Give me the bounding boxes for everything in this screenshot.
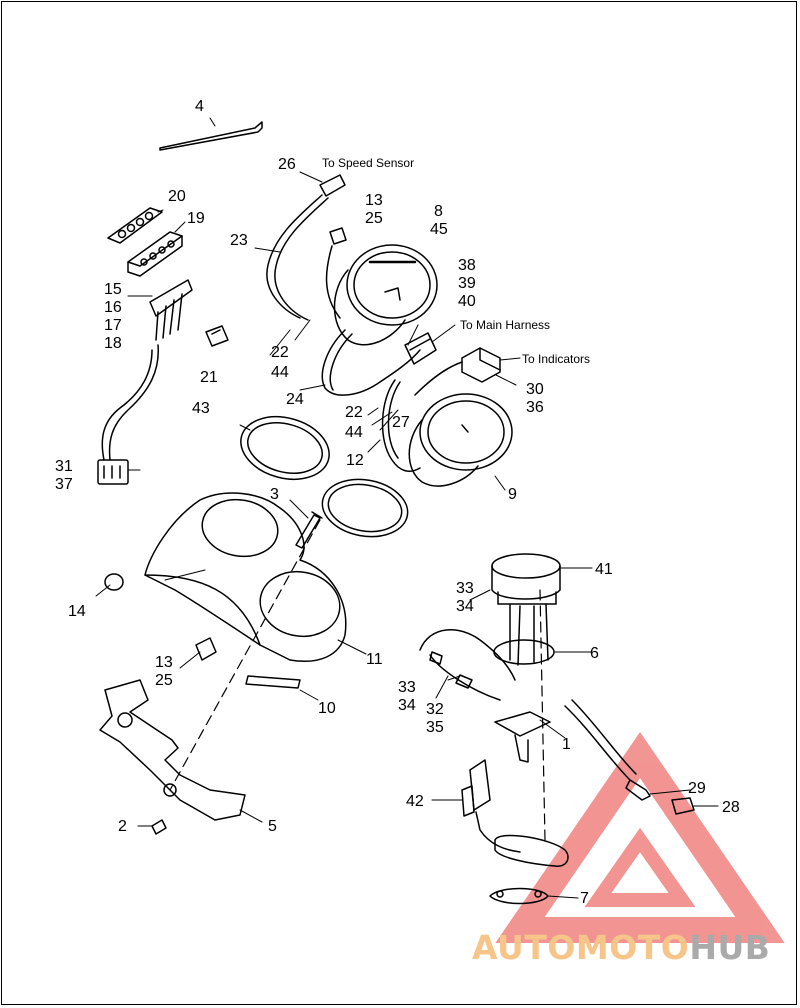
callout-42: 42: [406, 793, 424, 810]
callout-26: 26: [278, 156, 296, 173]
callout-10: 10: [318, 700, 336, 717]
part-28-29-wiring: [564, 699, 695, 815]
callout-38: 38: [458, 257, 476, 274]
callout-30: 30: [526, 381, 544, 398]
watermark-part2: HUB: [689, 928, 771, 967]
float: [494, 834, 569, 867]
callout-17: 17: [104, 317, 122, 334]
callout-13-lower: 13: [155, 654, 173, 671]
callout-32: 32: [426, 701, 444, 718]
callout-34-upper: 34: [456, 598, 474, 615]
callout-22-lower: 22: [345, 404, 363, 421]
callout-18: 18: [104, 335, 122, 352]
callout-7: 7: [580, 890, 589, 907]
callout-5: 5: [268, 818, 277, 835]
part-8-speedometer: [333, 244, 438, 346]
part-20-connector-cover: [107, 207, 163, 244]
callout-43: 43: [192, 400, 210, 417]
callout-1: 1: [562, 736, 571, 753]
part-30-36-connector: [414, 347, 501, 396]
callout-44-lower: 44: [345, 424, 363, 441]
callout-19: 19: [187, 210, 205, 227]
part-15-18-terminals: [101, 279, 193, 461]
callout-39: 39: [458, 275, 476, 292]
part-31-37-connector: [97, 459, 129, 485]
callout-4: 4: [195, 98, 204, 115]
part-2-screw: [151, 819, 167, 835]
callout-40: 40: [458, 293, 476, 310]
watermark-part1: AUTOMOTO: [472, 928, 690, 967]
callout-3: 3: [270, 486, 279, 503]
callout-11: 11: [366, 651, 383, 668]
callout-33-upper: 33: [456, 580, 474, 597]
callout-16: 16: [104, 299, 122, 316]
callout-20: 20: [168, 188, 186, 205]
part-32-35-wiring: [419, 629, 516, 701]
part-21-clip: [205, 325, 229, 347]
part-24-harness: [321, 329, 421, 396]
callout-45: 45: [430, 221, 448, 238]
part-14-grommet: [104, 573, 124, 591]
callout-8: 8: [434, 203, 443, 220]
tach-ring: [321, 478, 409, 538]
callout-28: 28: [722, 799, 740, 816]
callout-12: 12: [346, 452, 364, 469]
watermark-logo: [495, 732, 785, 943]
part-13-25-bulb: [325, 227, 347, 319]
callout-36: 36: [526, 399, 544, 416]
callout-23: 23: [230, 232, 248, 249]
part-42-float-arm: [461, 759, 521, 853]
leader-lines: [95, 117, 719, 899]
part-19-connector-block: [127, 231, 183, 277]
callout-14: 14: [68, 603, 86, 620]
callout-22-upper: 22: [271, 344, 289, 361]
callout-6: 6: [590, 645, 599, 662]
callout-25: 25: [365, 210, 383, 227]
part-43-ring: [240, 416, 330, 480]
part-9-tachometer: [381, 379, 513, 487]
callout-33-lower: 33: [398, 679, 416, 696]
callout-29: 29: [688, 780, 706, 797]
callout-21: 21: [200, 369, 218, 386]
note-speed-sensor: To Speed Sensor: [322, 156, 415, 170]
callout-31: 31: [55, 458, 73, 475]
callout-9: 9: [508, 486, 517, 503]
part-41-fuel-sender-head: [491, 553, 561, 666]
callout-37: 37: [55, 476, 73, 493]
part-38-40-connector: [404, 332, 437, 365]
part-10-strip: [245, 675, 301, 689]
note-main-harness: To Main Harness: [460, 318, 551, 332]
callout-13: 13: [365, 192, 383, 209]
part-3-screw: [295, 511, 323, 549]
watermark-text: AUTOMOTOHUB: [472, 930, 770, 966]
callout-27: 27: [392, 414, 410, 431]
assembly-lines: [169, 519, 546, 841]
note-indicators: To Indicators: [522, 352, 591, 366]
callout-15: 15: [104, 281, 122, 298]
callout-2: 2: [118, 818, 127, 835]
part-5-bracket: [99, 679, 246, 821]
callout-24: 24: [286, 391, 304, 408]
part-7-retainer: [489, 887, 549, 905]
part-13-25-lower-bulb: [195, 637, 217, 661]
callout-35: 35: [426, 719, 444, 736]
callout-41: 41: [595, 561, 613, 578]
callout-44-upper: 44: [271, 364, 289, 381]
part-1-bracket: [494, 711, 551, 763]
callout-25-lower: 25: [155, 672, 173, 689]
part-11-housing: [144, 492, 347, 662]
callout-34-lower: 34: [398, 697, 416, 714]
part-4-pin: [159, 121, 263, 151]
part-26-speed-sensor-connector: [266, 174, 346, 321]
